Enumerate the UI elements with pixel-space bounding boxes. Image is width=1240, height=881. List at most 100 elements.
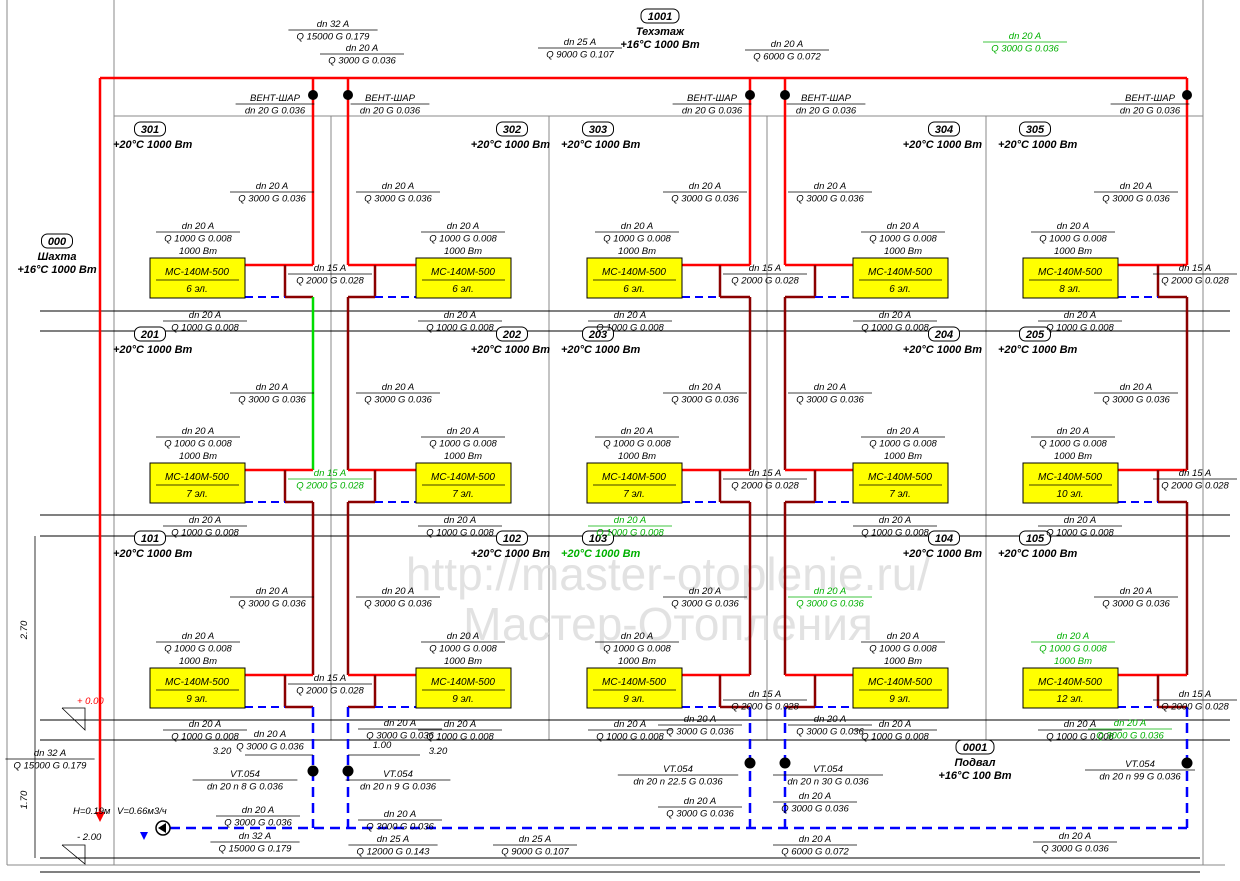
radiator-return-label-line: dn 20 A xyxy=(614,719,646,730)
riser-pipe-label-line: Q 3000 G 0.036 xyxy=(796,194,864,205)
bypass-pipe-label-line: dn 15 A xyxy=(1179,468,1211,479)
radiator-supply-label-line: dn 20 A xyxy=(621,426,653,437)
radiator-return-label: dn 20 AQ 1000 G 0.008 xyxy=(1038,515,1122,539)
pipe-label: dn 20 AQ 6000 G 0.072 xyxy=(745,39,829,63)
room-number: 302 xyxy=(503,124,521,136)
pipe-label: dn 20 AQ 3000 G 0.036 xyxy=(358,718,442,742)
radiator-model: МС-140М-500 xyxy=(868,472,932,483)
pipe-label: dn 20 AQ 3000 G 0.036 xyxy=(1088,718,1172,742)
room-number: 103 xyxy=(589,533,607,545)
radiator-return-label-line: Q 1000 G 0.008 xyxy=(1046,323,1114,334)
radiator xyxy=(586,257,683,299)
pipe-label-line: VT.054 xyxy=(1125,759,1155,770)
radiator-return-label-line: dn 20 A xyxy=(444,515,476,526)
room-number-badge xyxy=(1019,326,1051,342)
room-number-badge xyxy=(41,233,73,249)
balancing-valve-icon xyxy=(744,757,756,769)
watermark-url: http://master-otoplenie.ru/ xyxy=(406,548,930,600)
bypass-pipe-label-line: Q 2000 G 0.028 xyxy=(1161,276,1229,287)
bypass-pipe-label: dn 15 AQ 2000 G 0.028 xyxy=(288,263,372,287)
room-number-badge xyxy=(582,530,614,546)
bypass-pipe-label: dn 15 AQ 2000 G 0.028 xyxy=(288,468,372,492)
room-info: +20°C 1000 Вт xyxy=(903,548,983,560)
radiator-model: МС-140М-500 xyxy=(1038,267,1102,278)
radiator-return-label-line: dn 20 A xyxy=(189,719,221,730)
radiator-sections: 9 эл. xyxy=(889,694,910,705)
radiator-supply-label-line: Q 1000 G 0.008 xyxy=(429,439,497,450)
radiator xyxy=(586,462,683,504)
riser-pipe-label: dn 20 AQ 3000 G 0.036 xyxy=(788,181,872,205)
room-number-badge xyxy=(582,326,614,342)
radiator-supply-label-line: Q 1000 G 0.008 xyxy=(429,234,497,245)
bypass-pipe-label-line: Q 2000 G 0.028 xyxy=(296,686,364,697)
riser-pipe-label: dn 20 AQ 3000 G 0.036 xyxy=(356,586,440,610)
room-number-badge xyxy=(496,530,528,546)
dimension-basement-height: 1.70 xyxy=(19,790,30,809)
riser-pipe-label-line: dn 20 A xyxy=(256,181,288,192)
radiator-supply-label-line: dn 20 A xyxy=(887,631,919,642)
radiator xyxy=(852,462,949,504)
balancing-valve-icon xyxy=(779,757,791,769)
room-info: Подвал xyxy=(954,757,995,769)
radiator-supply-label-line: Q 1000 G 0.008 xyxy=(869,644,937,655)
riser-pipe-label: dn 20 AQ 3000 G 0.036 xyxy=(1094,586,1178,610)
level-mark-bottom: - 2.00 xyxy=(77,832,102,843)
bypass-pipe-label: dn 15 AQ 2000 G 0.028 xyxy=(723,263,807,287)
level-mark-icon xyxy=(61,844,86,865)
radiator-model: МС-140М-500 xyxy=(165,267,229,278)
room-number: 301 xyxy=(141,124,159,136)
watermark-name: Мастер-Отопления xyxy=(463,598,873,650)
riser-pipe-label: dn 20 AQ 3000 G 0.036 xyxy=(356,181,440,205)
room-number-badge xyxy=(640,8,680,24)
radiator-supply-label-line: Q 1000 G 0.008 xyxy=(603,644,671,655)
radiator-model: МС-140М-500 xyxy=(431,472,495,483)
pipe-label-line: dn 20 A xyxy=(254,729,286,740)
room-number: 305 xyxy=(1026,124,1045,136)
radiator-sections: 7 эл. xyxy=(452,489,473,500)
air-vent-label-line: ВЕНТ-ШАР xyxy=(250,93,301,104)
pipe-label-line: Q 9000 G 0.107 xyxy=(546,50,614,61)
room-info: +20°C 1000 Вт xyxy=(998,139,1078,151)
dimension-left: 3.20 xyxy=(213,746,232,757)
radiator-model: МС-140М-500 xyxy=(165,472,229,483)
radiator-supply-label-line: Q 1000 G 0.008 xyxy=(869,439,937,450)
pipe-label: dn 20 AQ 3000 G 0.036 xyxy=(658,714,742,738)
room-number: 202 xyxy=(502,329,521,341)
radiator-return-label-line: Q 1000 G 0.008 xyxy=(171,732,239,743)
pipe-label: dn 20 AQ 3000 G 0.036 xyxy=(788,714,872,738)
radiator xyxy=(415,257,512,299)
pipe-label-line: Q 3000 G 0.036 xyxy=(224,818,292,829)
air-vent-valve-icon xyxy=(308,90,318,100)
riser-pipe-label: dn 20 AQ 3000 G 0.036 xyxy=(788,586,872,610)
pipe-label: dn 20 AQ 3000 G 0.036 xyxy=(320,43,404,67)
radiator-return-label-line: Q 1000 G 0.008 xyxy=(596,528,664,539)
room-info: +20°C 1000 Вт xyxy=(561,139,641,151)
radiator xyxy=(149,257,246,299)
room-info: +20°C 1000 Вт xyxy=(113,548,193,560)
pipe-label: dn 25 AQ 9000 G 0.107 xyxy=(493,834,577,858)
radiator-return-label: dn 20 AQ 1000 G 0.008 xyxy=(418,515,502,539)
riser-pipe-label-line: dn 20 A xyxy=(814,382,846,393)
radiator-return-label: dn 20 AQ 1000 G 0.008 xyxy=(588,310,672,334)
pipe-label-line: Q 3000 G 0.036 xyxy=(666,809,734,820)
radiator-sections: 9 эл. xyxy=(452,694,473,705)
radiator-return-label: dn 20 AQ 1000 G 0.008 xyxy=(853,719,937,743)
pipe-label-line: dn 20 A xyxy=(799,834,831,845)
air-vent-label-line: ВЕНТ-ШАР xyxy=(687,93,738,104)
bypass-pipe-label-line: Q 2000 G 0.028 xyxy=(1161,702,1229,713)
pipe-label-line: dn 20 A xyxy=(384,718,416,729)
room-number-badge xyxy=(496,326,528,342)
radiator-supply-label-line: 1000 Вт xyxy=(884,451,922,462)
riser-pipe-label-line: dn 20 A xyxy=(689,382,721,393)
radiator-return-label-line: Q 1000 G 0.008 xyxy=(861,323,929,334)
